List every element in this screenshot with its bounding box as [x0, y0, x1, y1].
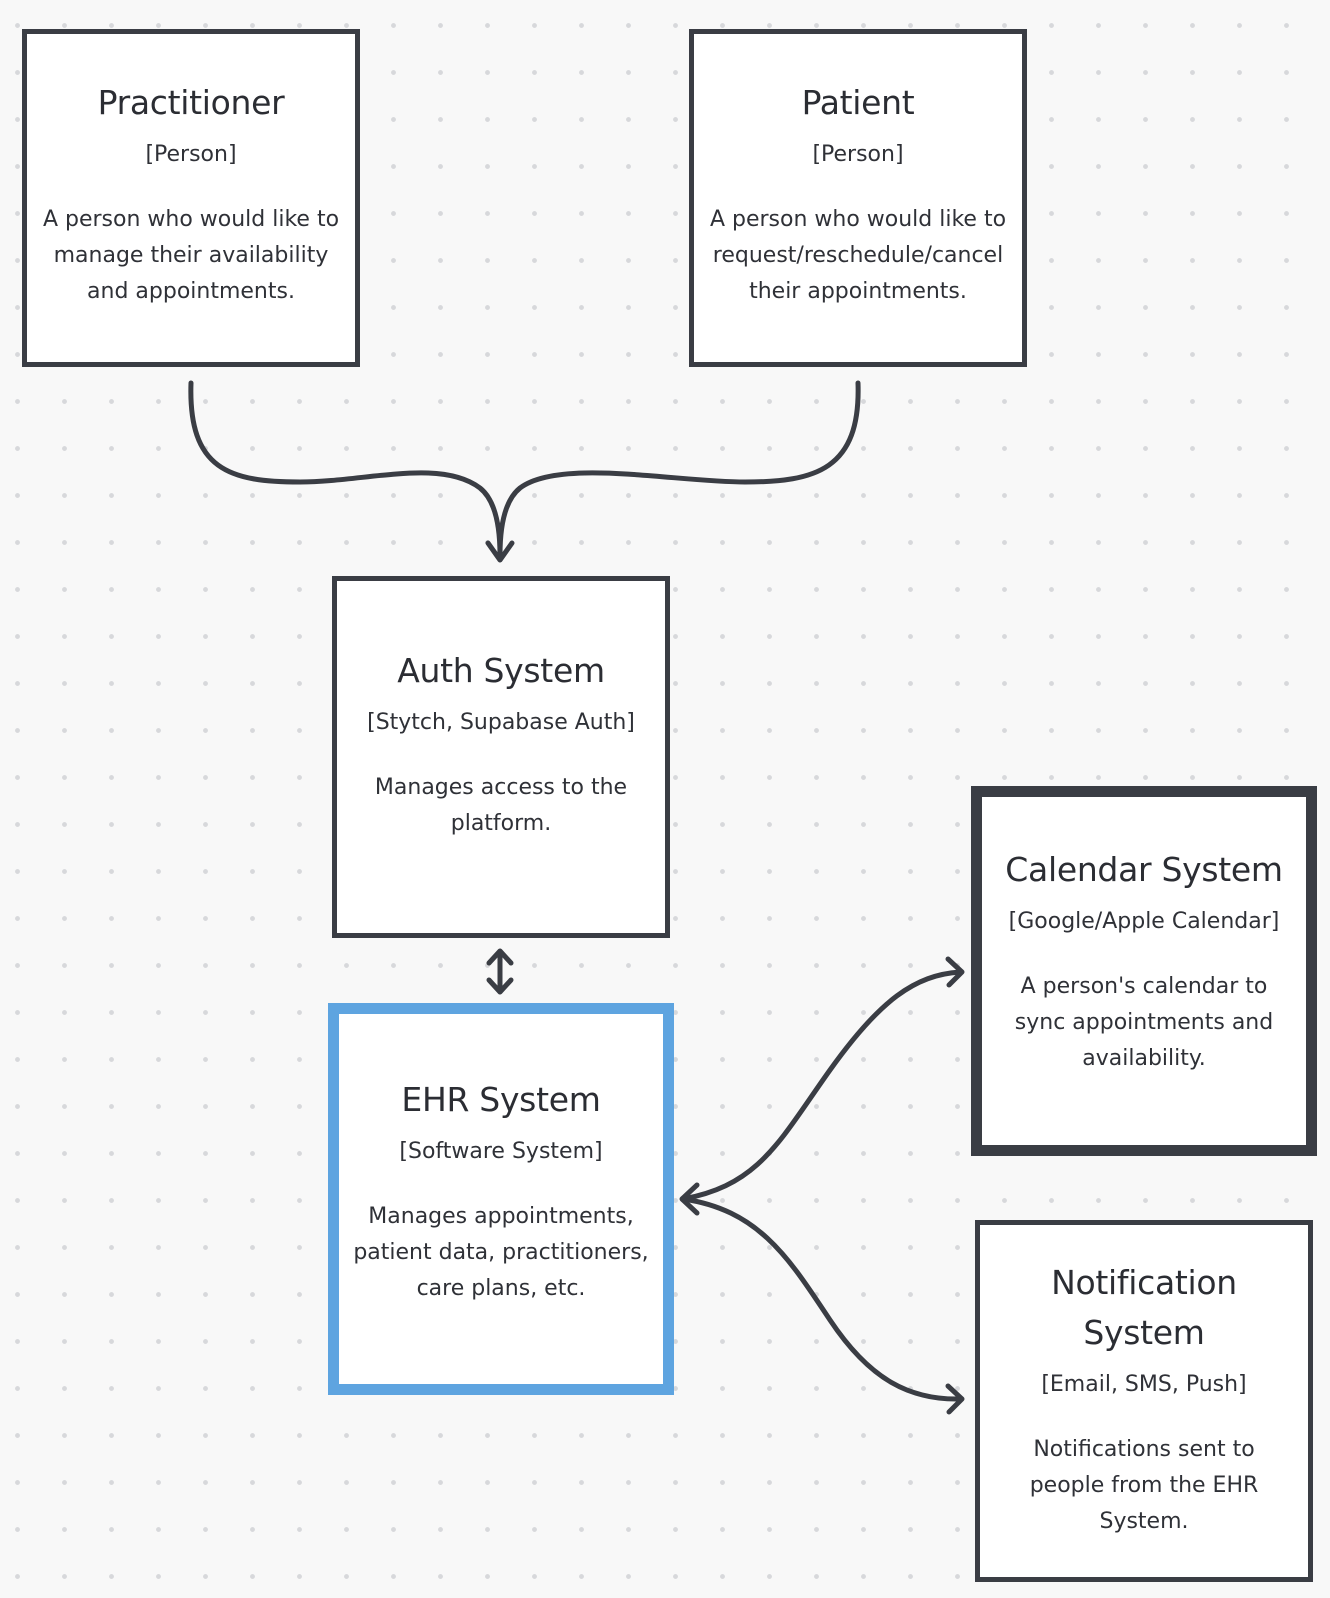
arrowhead-auth-ehr-up — [486, 948, 514, 966]
node-description: A person who would like to request/resch… — [709, 207, 1007, 304]
arrowhead-calendar — [945, 956, 965, 988]
node-technology: [Email, SMS, Push] — [1041, 1372, 1247, 1397]
arrowhead-auth-top — [485, 540, 515, 563]
node-title: Practitioner — [97, 83, 285, 122]
node-calendar-system[interactable]: Calendar System [Google/Apple Calendar] … — [971, 786, 1317, 1156]
node-technology: [Person] — [145, 142, 237, 167]
node-description: A person who would like to manage their … — [42, 207, 340, 304]
node-technology: [Stytch, Supabase Auth] — [367, 710, 635, 735]
node-title: Notification System — [1051, 1263, 1237, 1352]
arrowhead-ehr-right — [679, 1182, 700, 1216]
node-description: Notifications sent to people from the EH… — [1029, 1437, 1259, 1534]
node-notification-system[interactable]: Notification System [Email, SMS, Push] N… — [975, 1220, 1313, 1582]
node-technology: [Software System] — [399, 1139, 603, 1164]
connector-ehr-to-notification — [680, 1196, 963, 1402]
node-title: Patient — [801, 83, 915, 122]
connector-practitioner-to-auth — [188, 380, 503, 558]
node-auth-system[interactable]: Auth System [Stytch, Supabase Auth] Mana… — [332, 576, 670, 938]
node-patient[interactable]: Patient [Person] A person who would like… — [689, 29, 1027, 367]
node-technology: [Person] — [812, 142, 904, 167]
node-title: Calendar System — [1005, 850, 1283, 889]
node-ehr-system[interactable]: EHR System [Software System] Manages app… — [328, 1003, 674, 1395]
node-description: A person's calendar to sync appointments… — [1014, 974, 1274, 1071]
arrowhead-auth-ehr-down — [486, 977, 514, 995]
node-technology: [Google/Apple Calendar] — [1008, 909, 1280, 934]
connector-ehr-to-calendar — [680, 969, 963, 1202]
connector-patient-to-auth — [497, 380, 861, 558]
node-description: Manages access to the platform. — [374, 775, 628, 836]
arrowhead-notification — [945, 1383, 965, 1415]
node-practitioner[interactable]: Practitioner [Person] A person who would… — [22, 29, 360, 367]
node-description: Manages appointments, patient data, prac… — [353, 1204, 649, 1301]
node-title: EHR System — [401, 1080, 601, 1119]
node-title: Auth System — [397, 651, 605, 690]
